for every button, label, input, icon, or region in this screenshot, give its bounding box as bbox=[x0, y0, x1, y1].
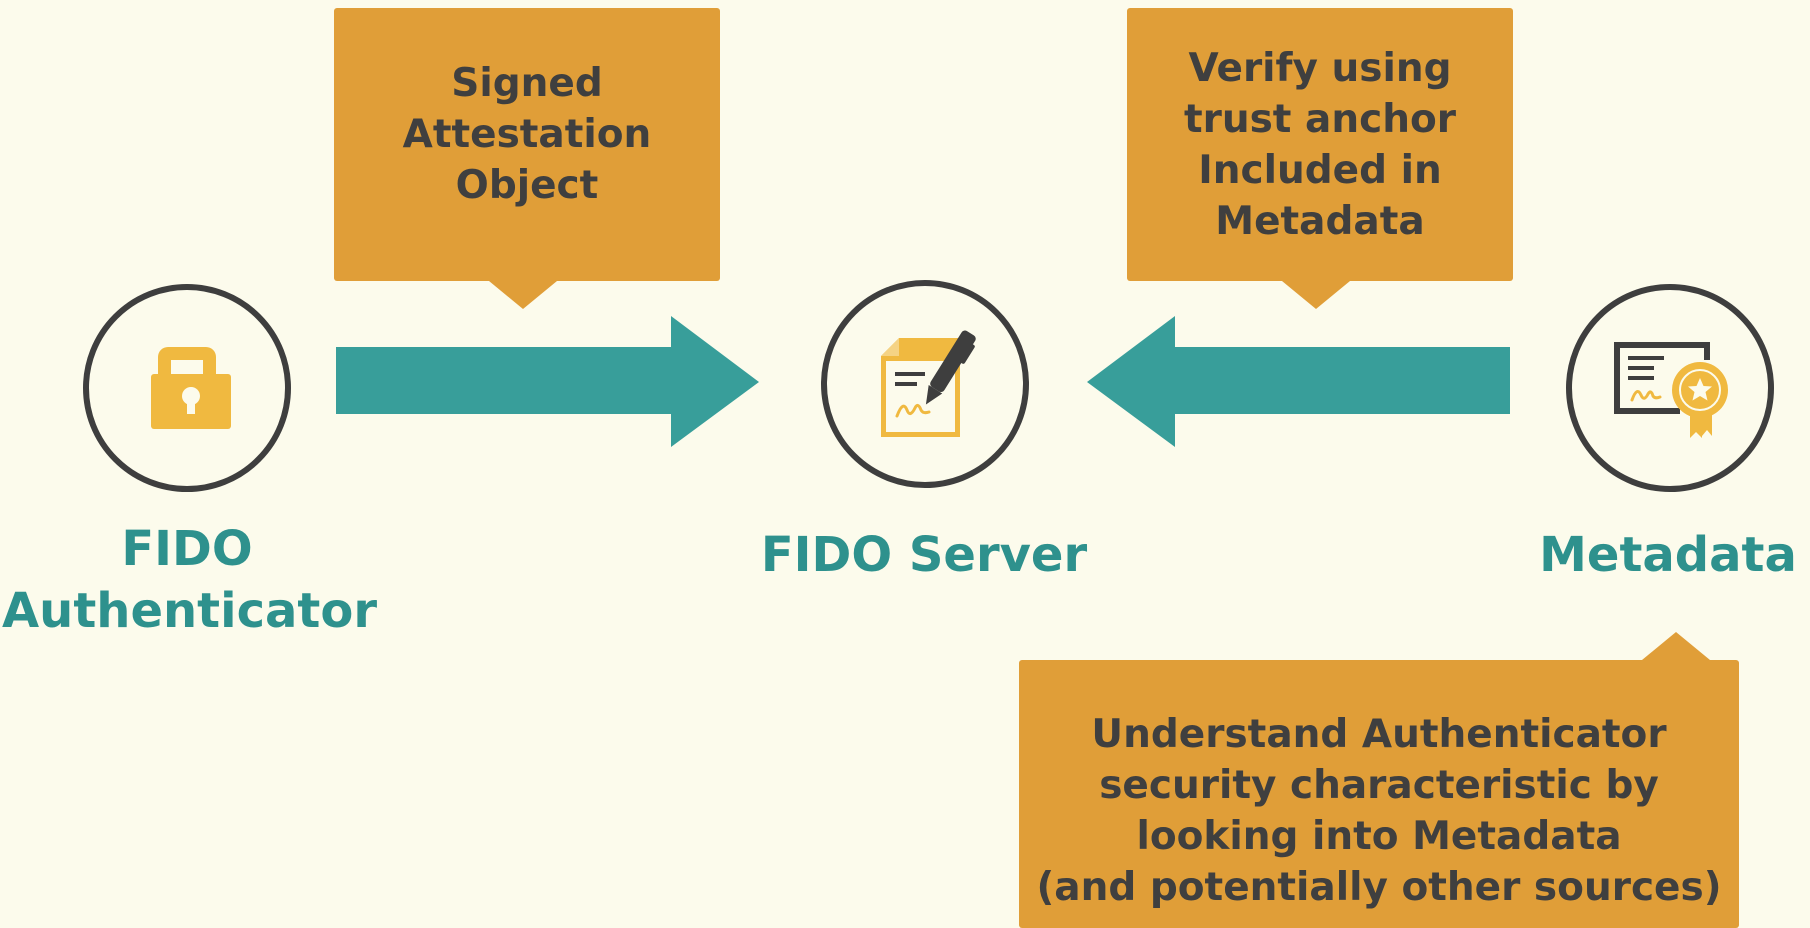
metadata-node bbox=[1566, 284, 1774, 492]
callout-understand-pointer bbox=[1642, 632, 1710, 660]
arrow-left-icon bbox=[1087, 316, 1510, 447]
callout-understand-line-4: (and potentially other sources) bbox=[1036, 865, 1722, 910]
certificate-icon bbox=[1614, 342, 1728, 438]
signed-document-pen-icon bbox=[881, 330, 976, 437]
callout-signed-attestation: Signed Attestation Object bbox=[334, 8, 720, 281]
metadata-label-line-1: Metadata bbox=[1539, 527, 1797, 583]
callout-signed-pointer bbox=[489, 281, 557, 309]
padlock-icon bbox=[151, 347, 231, 429]
callout-verify-line-1: Verify using bbox=[1188, 45, 1452, 91]
authenticator-label: FIDO Authenticator bbox=[2, 518, 377, 642]
authenticator-label-line-1: FIDO bbox=[121, 521, 253, 577]
callout-verify-pointer bbox=[1282, 281, 1350, 309]
authenticator-node bbox=[83, 284, 291, 492]
authenticator-label-line-2: Authenticator bbox=[2, 583, 377, 639]
arrow-right-icon bbox=[336, 316, 759, 447]
server-label: FIDO Server bbox=[760, 524, 1088, 586]
callout-understand-line-1: Understand Authenticator bbox=[1091, 712, 1667, 757]
callout-understand-line-2: security characteristic by bbox=[1099, 763, 1659, 808]
callout-verify-line-3: Included in bbox=[1198, 147, 1442, 193]
callout-verify-trust-anchor: Verify using trust anchor Included in Me… bbox=[1127, 8, 1513, 281]
server-node bbox=[821, 280, 1029, 488]
callout-understand-authenticator: Understand Authenticator security charac… bbox=[1019, 660, 1739, 928]
metadata-label: Metadata bbox=[1530, 524, 1806, 586]
callout-signed-line-1: Signed bbox=[451, 61, 603, 106]
callout-understand-line-3: looking into Metadata bbox=[1136, 814, 1622, 859]
callout-signed-line-2: Attestation bbox=[402, 112, 652, 157]
server-label-line-1: FIDO Server bbox=[760, 527, 1088, 583]
callout-verify-line-2: trust anchor bbox=[1183, 96, 1457, 142]
callout-signed-line-3: Object bbox=[455, 163, 599, 208]
callout-verify-line-4: Metadata bbox=[1215, 198, 1425, 244]
